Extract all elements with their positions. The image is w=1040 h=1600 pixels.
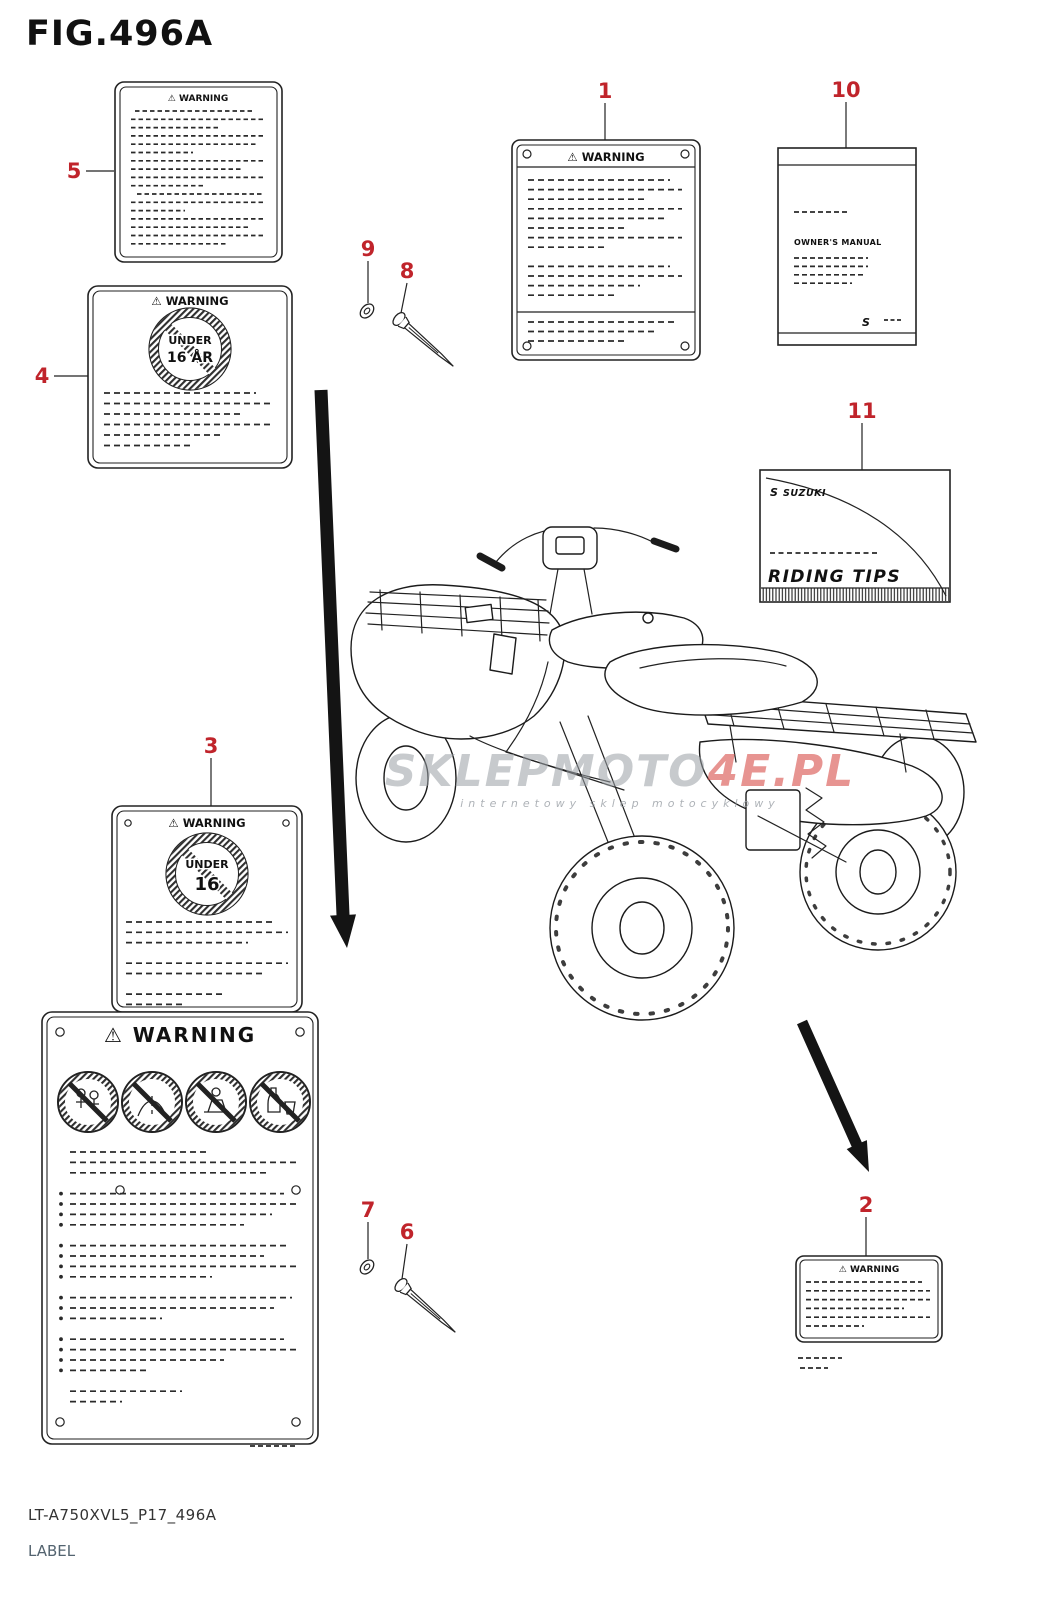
pointer-arrow-left (314, 389, 356, 948)
riding-tips-title: RIDING TIPS (768, 567, 901, 587)
warning-label-2: ⚠ WARNING (795, 1255, 943, 1343)
under16-text: UNDER (185, 858, 229, 871)
callout-10: 10 (831, 78, 861, 102)
label-2-below-dashes (798, 1357, 842, 1369)
suzuki-logo-icon: S (862, 316, 870, 329)
under16-age-text: 16 ÅR (167, 349, 213, 366)
owners-manual-10: OWNER'S MANUAL S (777, 147, 917, 346)
warning-label-large: ⚠ WARNING (41, 1011, 319, 1445)
callout-5: 5 (66, 159, 82, 183)
callout-9: 9 (360, 237, 376, 261)
atv-illustration (350, 526, 977, 1021)
pictogram-no-young-riders-icon (185, 1071, 247, 1133)
callout-11: 11 (847, 399, 877, 423)
label-1-bottom-text-lines (528, 321, 678, 342)
manual-text-lines (794, 257, 868, 285)
suzuki-logo-icon: S (770, 486, 778, 499)
no-under-16ar-sign-icon: UNDER 16 ÅR (148, 307, 232, 391)
callout-4: 4 (34, 364, 50, 388)
label-2-text-lines (806, 1281, 930, 1327)
callout-8: 8 (399, 259, 415, 283)
callout-1: 1 (597, 79, 613, 103)
booklet-barcode-band (761, 588, 949, 601)
warning-label-3: ⚠ WARNING UNDER 16 (111, 805, 303, 1013)
warning-label-4: ⚠ WARNING UNDER 16 ÅR (87, 285, 293, 469)
callout-6: 6 (399, 1220, 415, 1244)
label-4-text-lines (104, 392, 272, 447)
washer-7 (359, 1259, 375, 1275)
callout-leader-lines (54, 102, 867, 1280)
warning-header-large: ⚠ WARNING (104, 1023, 256, 1047)
warning-header-3: ⚠ WARNING (168, 816, 245, 830)
warning-header-4: ⚠ WARNING (151, 294, 228, 308)
under16-text: UNDER (168, 334, 212, 347)
figure-title: FIG.496A (26, 14, 214, 54)
pointer-arrow-right (797, 1019, 869, 1172)
callout-7: 7 (360, 1198, 376, 1222)
part-name: LABEL (28, 1542, 76, 1560)
pictogram-no-passengers-icon (57, 1071, 119, 1133)
callout-3: 3 (203, 734, 219, 758)
under16-age-text: 16 (194, 874, 219, 895)
warning-label-5: ⚠ WARNING (114, 81, 283, 263)
pictogram-no-alcohol-icon (249, 1071, 311, 1133)
label-large-text-lines (59, 1151, 296, 1403)
label-1-text-lines (528, 179, 682, 297)
suzuki-brand-text: SUZUKI (783, 488, 826, 499)
warning-label-1: ⚠ WARNING (511, 139, 701, 361)
riding-tips-booklet-11: S SUZUKI RIDING TIPS (759, 469, 951, 603)
washer-9 (359, 303, 375, 319)
label-3-text-lines (126, 921, 288, 1006)
rivet-screw-6 (394, 1277, 456, 1333)
rivet-screw-8 (392, 311, 454, 367)
no-under-16-sign-icon: UNDER 16 (165, 832, 249, 916)
warning-header-5: ⚠ WARNING (168, 94, 228, 104)
warning-header-1: ⚠ WARNING (567, 150, 644, 164)
callout-2: 2 (858, 1193, 874, 1217)
warning-header-2: ⚠ WARNING (839, 1265, 899, 1275)
part-code: LT-A750XVL5_P17_496A (28, 1506, 217, 1524)
label-5-text-lines (131, 110, 265, 245)
owners-manual-title: OWNER'S MANUAL (794, 238, 882, 247)
pictogram-no-paved-roads-icon (121, 1071, 183, 1133)
